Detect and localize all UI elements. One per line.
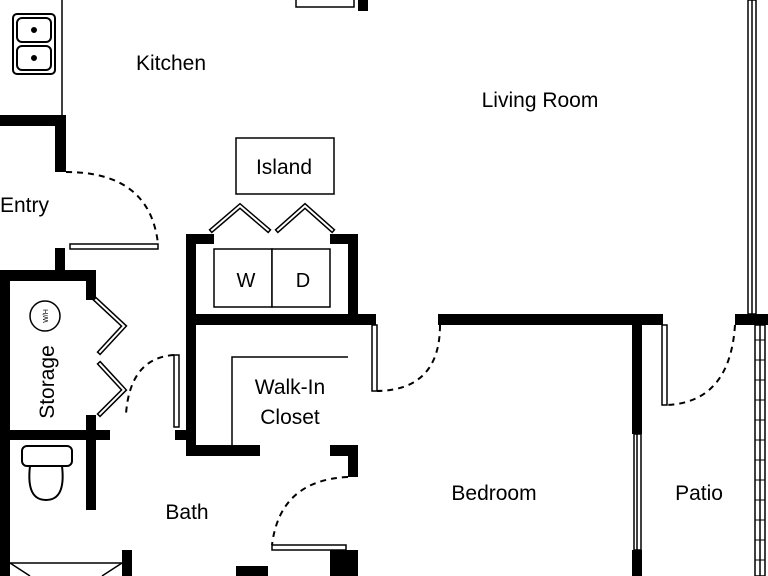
- kitchen-label: Kitchen: [136, 52, 206, 75]
- bedroom-label: Bedroom: [451, 482, 536, 505]
- patio-label: Patio: [675, 482, 723, 505]
- living-room-label: Living Room: [482, 89, 599, 112]
- room-labels: Kitchen Living Room Entry Island W D Sto…: [0, 52, 723, 524]
- water-heater-label: W/H: [43, 309, 50, 323]
- window-icon: [747, 0, 766, 576]
- island: [235, 137, 335, 195]
- storage-label: Storage: [36, 345, 59, 419]
- entry-label: Entry: [0, 194, 50, 217]
- walk-in-closet-label-line1: Walk-In: [255, 376, 325, 399]
- walk-in-closet-label-line2: Closet: [260, 406, 320, 429]
- bath-label: Bath: [165, 501, 208, 524]
- island-label: Island: [256, 156, 312, 179]
- sink-icon: [12, 13, 56, 75]
- toilet-icon: [21, 445, 73, 502]
- door-leaves: [69, 243, 668, 551]
- sliding-door: [633, 433, 642, 551]
- water-heater-icon: [29, 300, 61, 332]
- door-swing-icon: [65, 171, 736, 546]
- window-ticks: [755, 339, 765, 561]
- washer-dryer: [213, 248, 331, 308]
- bifold-door-inner: [94, 204, 334, 416]
- washer-label: W: [237, 270, 256, 292]
- dryer-label: D: [296, 270, 310, 292]
